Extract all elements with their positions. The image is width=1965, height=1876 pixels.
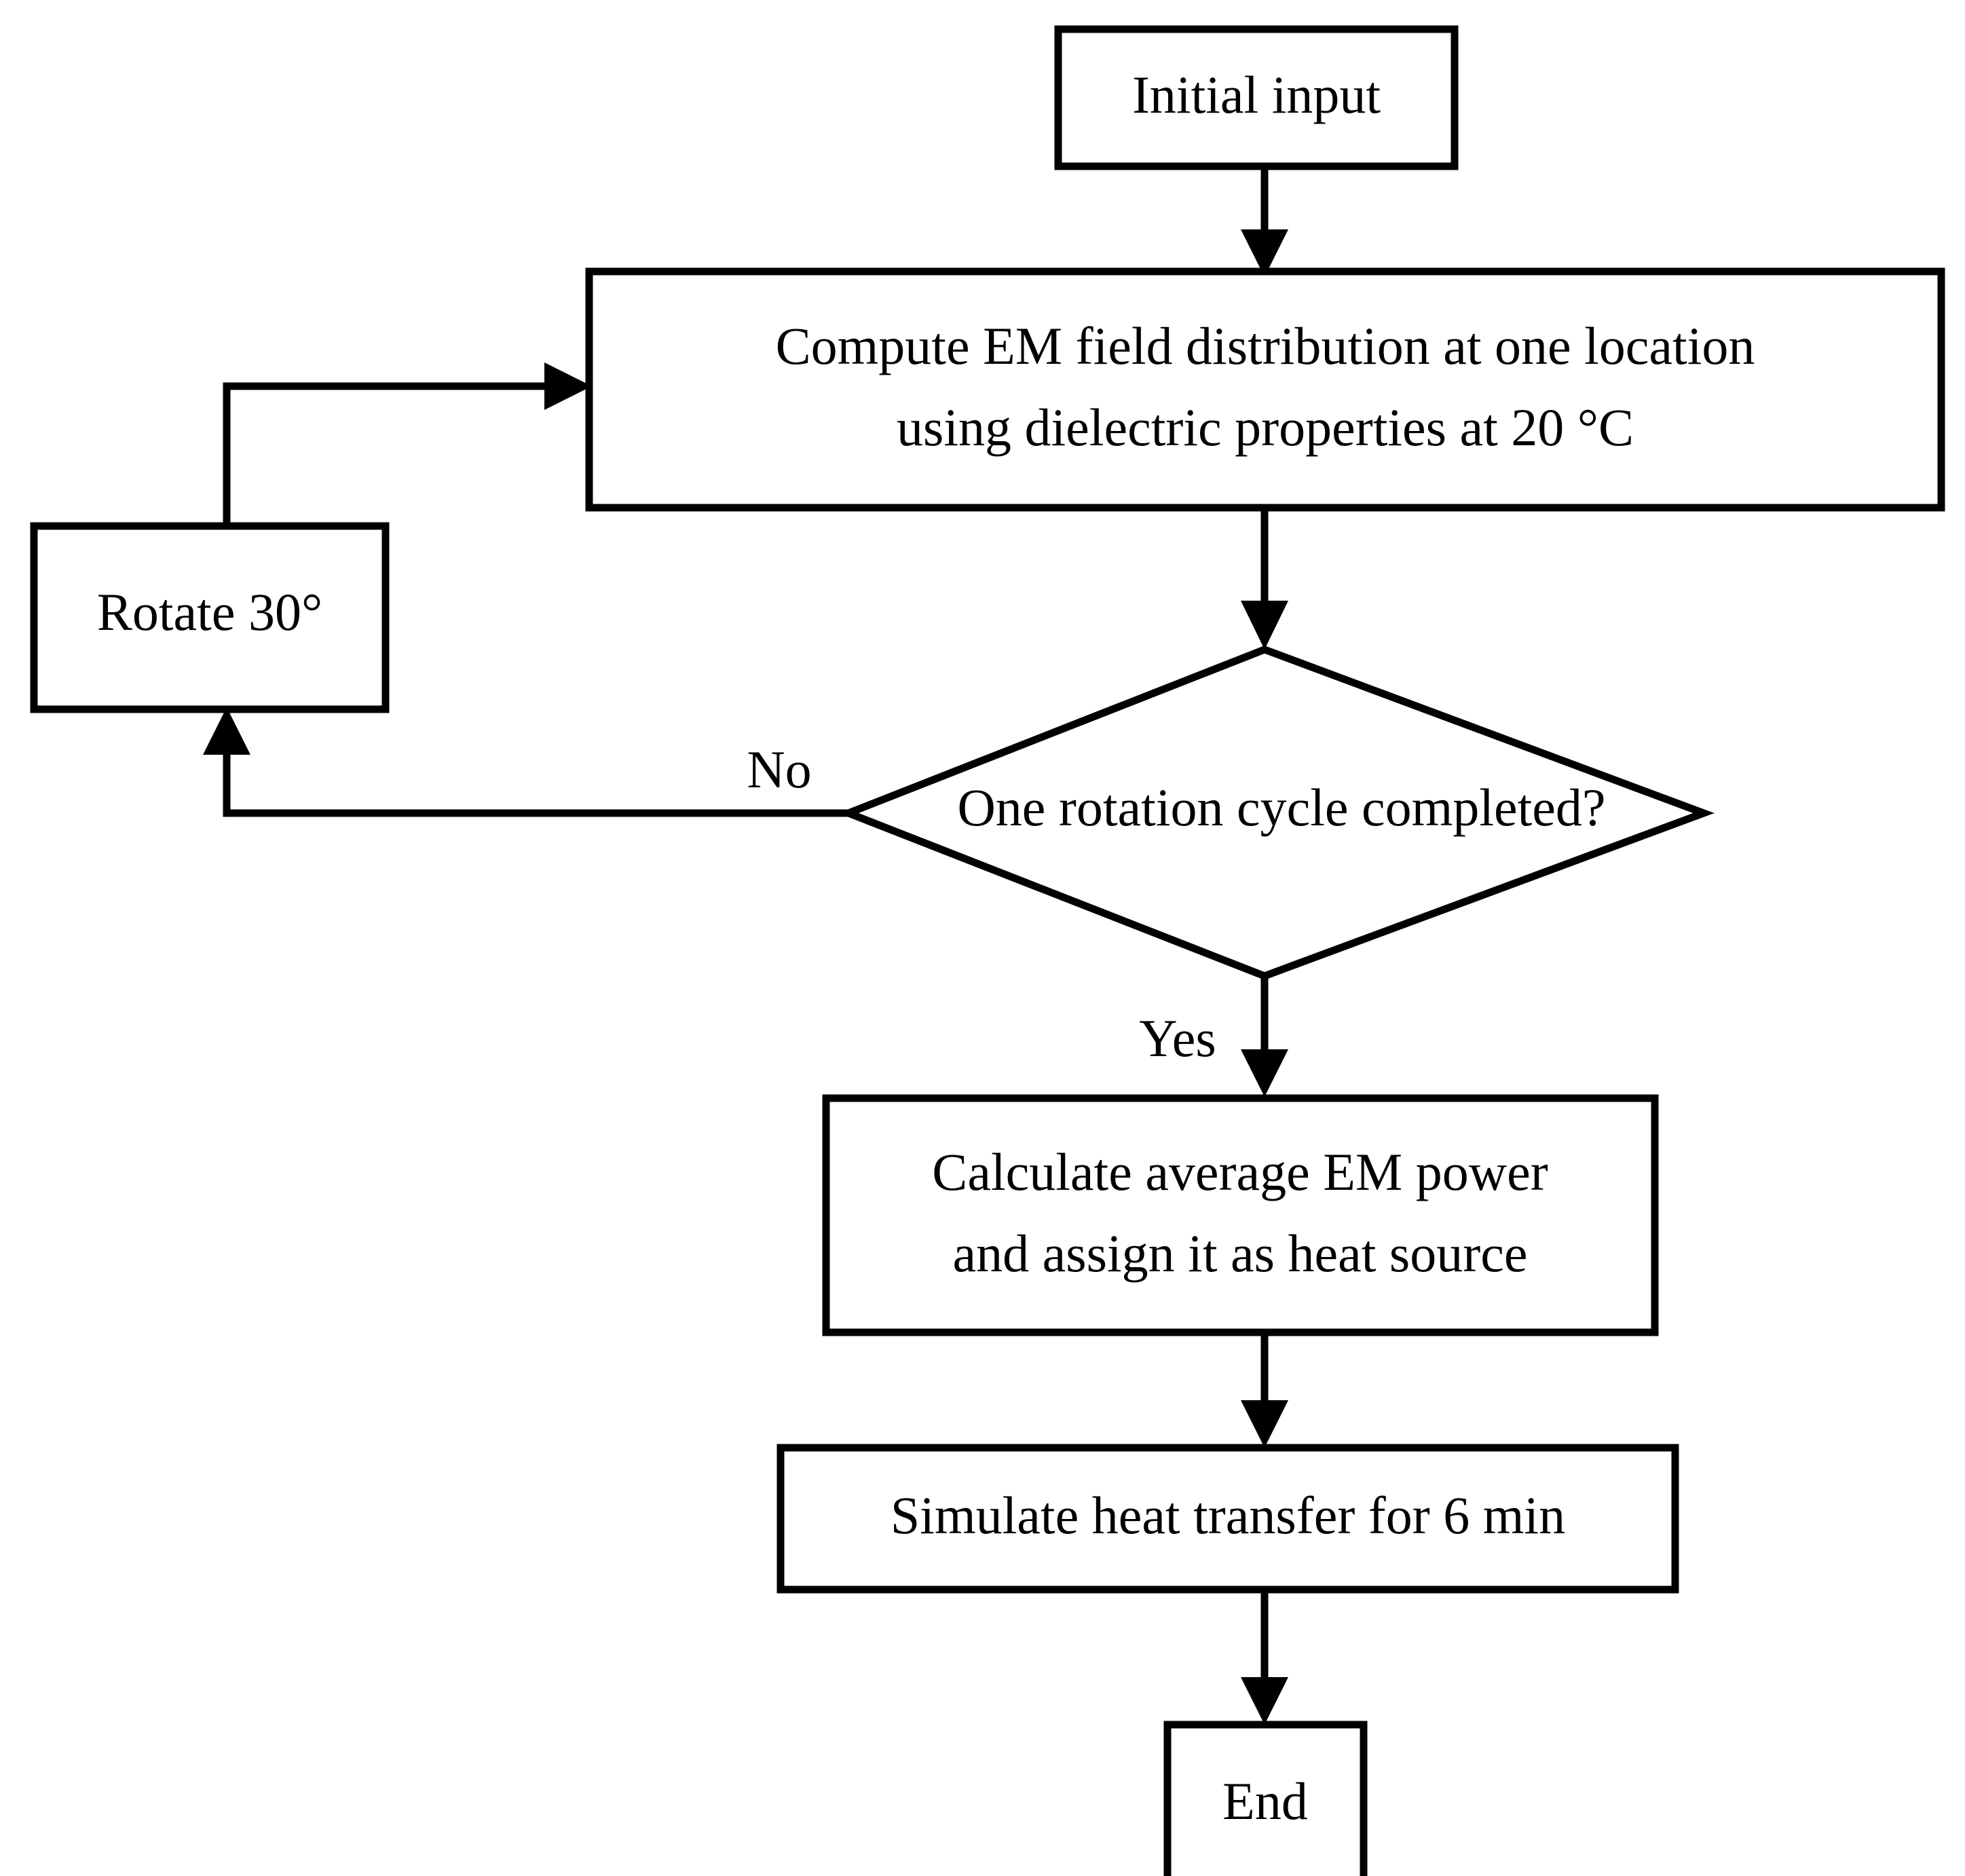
edge-compute-to-decision (1241, 508, 1288, 650)
edge-rotate-to-compute (223, 362, 592, 526)
node-rotate-30-label: Rotate 30° (97, 582, 322, 641)
node-decision-label: One rotation cycle completed? (957, 778, 1605, 837)
arrow-head-icon (1241, 1677, 1288, 1725)
arrow-head-icon (203, 707, 250, 755)
edge-start-to-compute (1241, 166, 1288, 277)
node-simulate-heat-transfer-label: Simulate heat transfer for 6 min (891, 1486, 1565, 1545)
arrow-head-icon (1241, 1049, 1288, 1097)
arrow-head-icon (1241, 229, 1288, 277)
node-initial-input-label: Initial input (1132, 65, 1381, 124)
node-calculate-average-power-label-line2: and assign it as heat source (953, 1224, 1528, 1283)
edge-heat-to-end (1241, 1590, 1288, 1725)
node-calculate-average-power-label-line1: Calculate average EM power (932, 1142, 1548, 1201)
arrow-head-icon (544, 362, 592, 410)
node-compute-em-field-label-line1: Compute EM field distribution at one loc… (776, 316, 1755, 375)
node-rotate-30[interactable]: Rotate 30° (30, 522, 390, 713)
edge-label-no: No (747, 740, 811, 799)
edge-decision-to-average (1241, 976, 1288, 1097)
arrow-head-icon (1241, 1400, 1288, 1448)
edge-label-yes: Yes (1139, 1009, 1216, 1068)
node-decision-one-rotation-cycle[interactable]: One rotation cycle completed? (838, 645, 1715, 980)
node-initial-input[interactable]: Initial input (1054, 25, 1459, 170)
node-end-label: End (1222, 1771, 1308, 1831)
arrow-head-icon (1241, 601, 1288, 650)
node-end[interactable]: End (1163, 1721, 1368, 1876)
node-compute-em-field[interactable]: Compute EM field distribution at one loc… (585, 267, 1945, 512)
edge-decision-to-rotate (203, 707, 848, 817)
node-compute-em-field-label-line2: using dielectric properties at 20 °C (897, 398, 1634, 457)
edge-average-to-heat (1241, 1332, 1288, 1448)
node-calculate-average-power[interactable]: Calculate average EM power and assign it… (822, 1094, 1659, 1336)
node-simulate-heat-transfer[interactable]: Simulate heat transfer for 6 min (776, 1444, 1679, 1594)
